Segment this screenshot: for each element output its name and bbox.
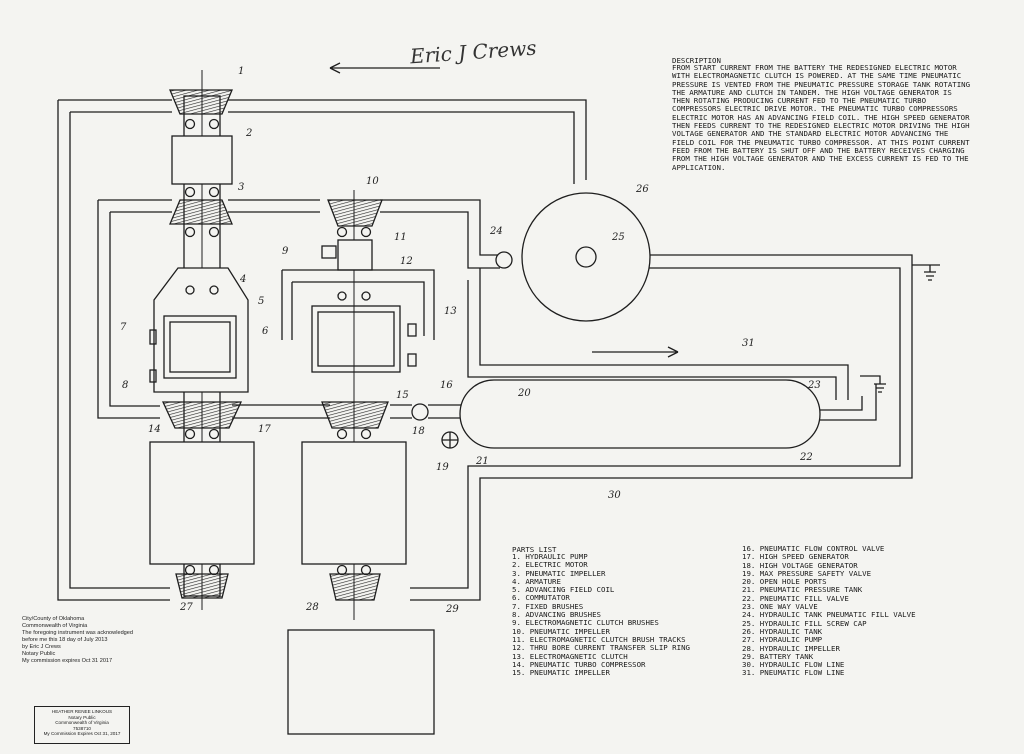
callout-label: 20 [518,388,531,399]
stamp-line: Commonwealth of Virginia [55,720,109,726]
callout-label: 31 [742,338,755,349]
parts-list-item: 2. ELECTRIC MOTOR [512,560,588,570]
callout-label: 14 [148,424,161,435]
parts-list-heading: PARTS LIST [512,545,557,554]
callout-label: 12 [400,256,413,267]
callout-label: 25 [612,232,625,243]
parts-list-item: 1. HYDRAULIC PUMP [512,552,588,561]
parts-list-item: 5. ADVANCING FIELD COIL [512,585,615,595]
callout-label: 13 [444,306,457,317]
parts-list-item: 11. ELECTROMAGNETIC CLUTCH BRUSH TRACKS [512,634,686,644]
parts-list-item: 19. MAX PRESSURE SAFETY VALVE [742,568,872,578]
callout-label: 24 [490,226,503,237]
callout-label: 16 [440,380,453,391]
callout-label: 26 [636,184,649,195]
notary-line: before me this 18 day of July 2013 [22,637,108,643]
parts-list-item: 29. BATTERY TANK [742,651,814,661]
parts-list-item: 13. ELECTROMAGNETIC CLUTCH [512,651,628,661]
hydraulic-tank [521,192,651,322]
parts-list-item: 8. ADVANCING BRUSHES [512,610,601,620]
parts-list-item: 23. ONE WAY VALVE [742,602,818,612]
notary-block: City/County of Oklahoma Commonwealth of … [22,616,154,665]
callout-label: 30 [608,490,621,501]
notary-line: Commonwealth of Virginia [22,623,88,629]
parts-list-item: 21. PNEUMATIC PRESSURE TANK [742,585,863,595]
stamp-line: My Commission Expires Oct 31, 2017 [43,731,121,737]
callout-label: 11 [394,232,407,243]
callout-label: 10 [366,176,379,187]
callout-label: 29 [446,604,459,615]
parts-list-item: 4. ARMATURE [512,576,561,586]
callout-label: 5 [258,296,265,307]
parts-list-item: 15. PNEUMATIC IMPELLER [512,668,610,678]
notary-line: by Eric J Crews [22,644,61,650]
callout-label: 27 [180,602,193,613]
callout-label: 1 [238,66,245,77]
parts-list-item: 3. PNEUMATIC IMPELLER [512,568,606,578]
callout-label: 28 [306,602,319,613]
callout-label: 2 [246,128,253,139]
parts-list-item: 28. HYDRAULIC IMPELLER [742,643,840,653]
callout-label: 7 [120,322,127,333]
callout-label: 22 [800,452,813,463]
callout-label: 6 [262,326,269,337]
parts-list-item: 17. HIGH SPEED GENERATOR [742,552,849,562]
notary-line: The foregoing instrument was acknowledge… [22,630,134,636]
notary-stamp: HEATHER RENEE LINKOUS Notary Public Comm… [34,706,130,744]
parts-list-item: 24. HYDRAULIC TANK PNEUMATIC FILL VALVE [742,610,916,620]
battery-tank [287,629,435,735]
callout-label: 4 [240,274,247,285]
stamp-line: 7538710 [73,725,91,731]
callout-label: 3 [238,182,245,193]
description-heading: DESCRIPTION [672,56,721,65]
notary-line: City/County of Oklahoma [22,616,85,622]
callout-label: 18 [412,426,425,437]
callout-label: 21 [476,456,489,467]
parts-list-item: 12. THRU BORE CURRENT TRANSFER SLIP RING [512,643,690,653]
parts-list-item: 9. ELECTROMAGNETIC CLUTCH BRUSHES [512,618,659,628]
pneumatic-flow-line [479,268,849,400]
notary-line: Notary Public [22,651,56,657]
callout-label: 9 [282,246,289,257]
parts-list-item: 7. FIXED BRUSHES [512,601,584,611]
description-body: FROM START CURRENT FROM THE BATTERY THE … [672,63,971,172]
parts-list-item: 18. HIGH VOLTAGE GENERATOR [742,560,858,570]
parts-list-item: 30. HYDRAULIC FLOW LINE [742,660,845,670]
parts-list-item: 6. COMMUTATOR [512,593,570,603]
stamp-line: Notary Public [68,714,96,720]
callout-label: 19 [436,462,449,473]
callout-label: 23 [808,380,821,391]
stamp-line: HEATHER RENEE LINKOUS [51,709,113,714]
parts-list-item: 27. HYDRAULIC PUMP [742,635,823,645]
parts-list-column-1: 1. HYDRAULIC PUMP 2. ELECTRIC MOTOR 3. P… [512,552,690,678]
parts-list-item: 31. PNEUMATIC FLOW LINE [742,668,845,678]
callout-label: 15 [396,390,409,401]
parts-list-column-2: 16. PNEUMATIC FLOW CONTROL VALVE 17. HIG… [742,544,916,678]
parts-list-item: 26. HYDRAULIC TANK [742,626,823,636]
parts-list-item: 22. PNEUMATIC FILL VALVE [742,593,849,603]
callout-label: 17 [258,424,271,435]
parts-list-item: 16. PNEUMATIC FLOW CONTROL VALVE [742,544,885,553]
hydraulic-flow-line [57,99,587,601]
callout-label: 8 [122,380,129,391]
parts-list-item: 20. OPEN HOLE PORTS [742,577,827,587]
parts-list-item: 25. HYDRAULIC FILL SCREW CAP [742,618,867,628]
notary-line: My commission expires Oct 31 2017 [22,658,113,664]
parts-list-item: 10. PNEUMATIC IMPELLER [512,626,610,636]
pneumatic-pressure-tank [459,379,821,449]
parts-list-item: 14. PNEUMATIC TURBO COMPRESSOR [512,659,646,669]
